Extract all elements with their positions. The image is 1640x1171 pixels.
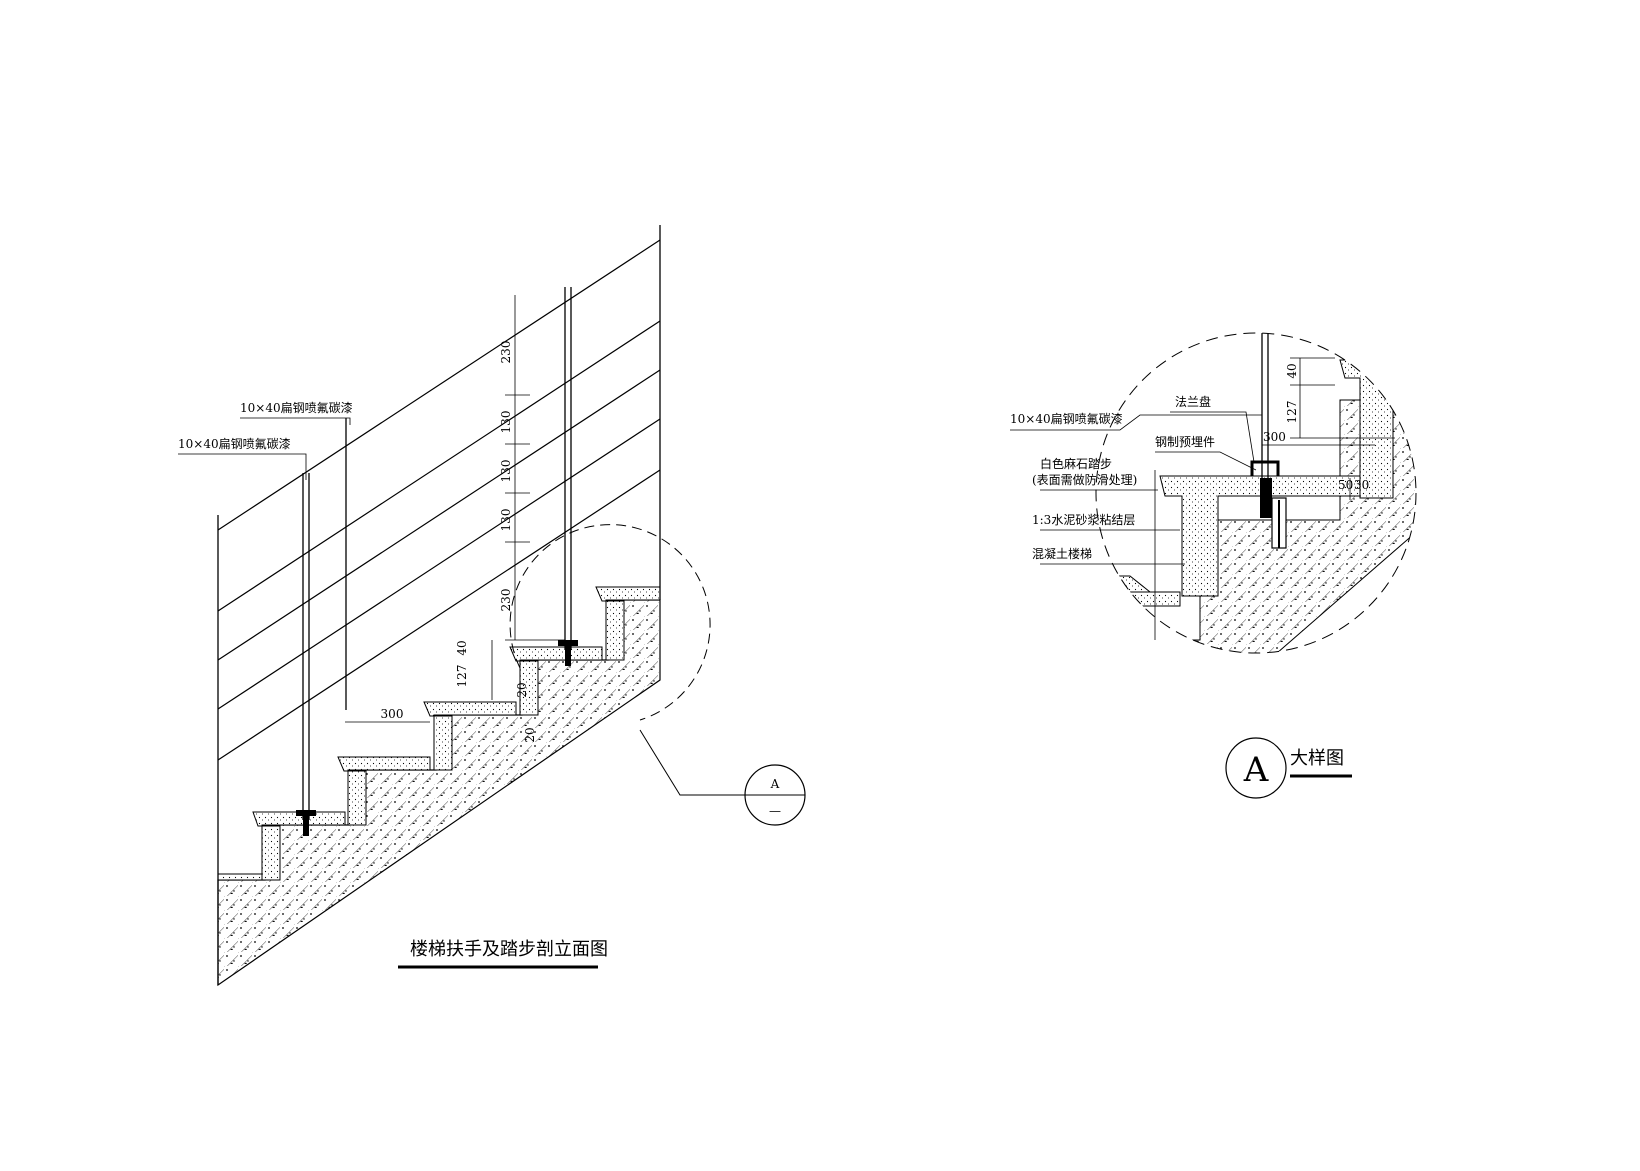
detail-dim-127: 127 (1285, 401, 1299, 424)
dim-tread-300: 300 (381, 707, 404, 721)
detail-marker-letter: A (1243, 750, 1269, 790)
detail-dim-300: 300 (1263, 430, 1286, 444)
detail-label-tread-2: (表面需做防滑处理) (1032, 472, 1137, 487)
detail-flange (1250, 460, 1280, 476)
dim-vertical-4: 130 (499, 509, 513, 532)
detail-label-embed: 钢制预埋件 (1155, 435, 1215, 449)
dim-vertical-5: 230 (499, 589, 513, 612)
detail-boundary (1095, 332, 1417, 654)
dim-small-127: 127 (455, 665, 469, 688)
stair-section-elevation: 230 130 130 130 230 127 40 20 20 300 10×… (178, 225, 806, 987)
dim-small-40: 40 (455, 640, 469, 655)
balusters (217, 225, 661, 985)
detail-marker-circle (1225, 737, 1287, 799)
detail-leaders (1010, 411, 1262, 640)
callout-leader-bottom (178, 453, 307, 480)
handrail-bars (217, 239, 661, 761)
detail-label-tread-1: 白色麻石踏步 (1040, 456, 1112, 471)
dim-vertical-1: 230 (499, 341, 513, 364)
dim-small-20a: 20 (515, 682, 529, 697)
section-marker-bottom: — (769, 804, 781, 818)
stone-treads (217, 586, 661, 881)
callout-label-top: 10×40扁钢喷氟碳漆 (240, 401, 353, 415)
detail-label-mortar: 1:3水泥砂浆粘结层 (1032, 512, 1135, 527)
vertical-dimension-chain (491, 295, 565, 700)
detail-dimensions (1262, 357, 1395, 500)
section-marker-top: A (770, 777, 780, 791)
left-view-title: 楼梯扶手及踏步剖立面图 (410, 939, 608, 960)
dim-vertical-2: 130 (499, 411, 513, 434)
dim-vertical-3: 130 (499, 460, 513, 483)
detail-view-a: 40 127 300 50 30 10×40扁钢喷氟碳漆 法兰盘 钢制预埋件 白… (1010, 332, 1417, 799)
detail-label-flat-steel: 10×40扁钢喷氟碳漆 (1010, 412, 1123, 426)
detail-circle-mark (509, 524, 711, 721)
detail-label-flange: 法兰盘 (1175, 394, 1211, 409)
detail-dim-50: 50 (1338, 478, 1353, 492)
detail-title: 大样图 (1290, 748, 1344, 769)
post-base-plates (296, 640, 578, 836)
callout-label-bottom: 10×40扁钢喷氟碳漆 (178, 437, 291, 451)
detail-leader (639, 729, 745, 796)
callout-leader-top (240, 417, 351, 425)
detail-dim-40: 40 (1285, 363, 1299, 378)
dim-small-20b: 20 (523, 727, 537, 742)
detail-label-concrete: 混凝土楼梯 (1032, 546, 1092, 561)
detail-dim-30: 30 (1354, 478, 1369, 492)
detail-embed-bolt (1260, 478, 1272, 518)
